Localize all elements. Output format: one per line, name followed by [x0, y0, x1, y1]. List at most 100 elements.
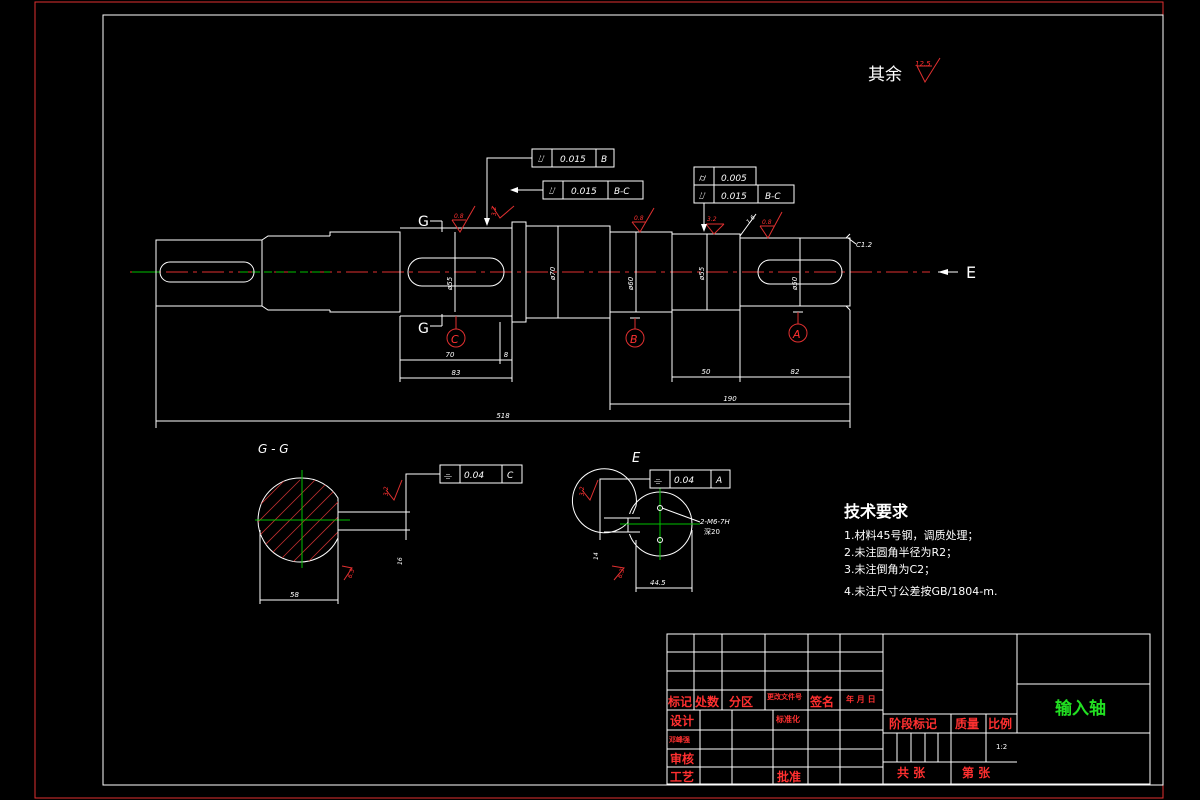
scale-label: 比例	[988, 716, 1012, 731]
roughness-rest-symbol: 12.5	[915, 57, 941, 84]
svg-text:6.3: 6.3	[346, 568, 356, 580]
header-date: 年 月 日	[846, 694, 876, 704]
process-label: 工艺	[670, 769, 694, 784]
svg-text:3.2: 3.2	[383, 486, 390, 496]
svg-text:C: C	[451, 333, 459, 346]
section-g-top-label: G	[418, 214, 429, 230]
sheet-number: 第 张	[962, 765, 991, 780]
dia-label-2: ø70	[549, 266, 557, 281]
svg-text:518: 518	[496, 412, 510, 420]
dim-83: 83	[400, 369, 512, 379]
review-label: 审核	[670, 751, 694, 766]
inner-frame	[102, 14, 1164, 786]
header-sign: 签名	[809, 694, 834, 709]
section-e-arrow-label: E	[966, 263, 976, 282]
roughness-rest-label: 其余	[868, 65, 902, 85]
svg-text:⌰: ⌰	[538, 154, 545, 165]
tech-requirement-item: 4.未注尺寸公差按GB/1804-m.	[844, 584, 997, 598]
approve-label: 批准	[777, 769, 801, 784]
svg-text:0.8: 0.8	[762, 219, 772, 226]
section-gg-title: G - G	[258, 442, 289, 456]
svg-text:0.04: 0.04	[464, 471, 484, 481]
svg-text:B-C: B-C	[765, 192, 781, 202]
svg-text:50: 50	[702, 368, 711, 376]
section-gg: 16 58 3.2 6.3 ⌯ 0.04 C	[255, 464, 523, 604]
stage-label: 阶段标记	[889, 716, 937, 731]
gtol-frame-3: ⌭ 0.005	[693, 166, 757, 186]
standard-label: 标准化	[775, 714, 800, 724]
tech-requirements: 技术要求 1.材料45号钢，调质处理； 2.未注圆角半径为R2； 3.未注倒角为…	[844, 502, 997, 598]
header-zone: 分区	[729, 694, 753, 709]
svg-text:深20: 深20	[704, 527, 720, 536]
weight-label: 质量	[955, 716, 979, 731]
svg-text:0.015: 0.015	[571, 187, 597, 197]
dim-518: 518	[155, 306, 850, 428]
roughness-mark-4: 3.2	[705, 216, 725, 235]
design-label: 设计	[670, 713, 694, 728]
svg-text:16: 16	[397, 557, 404, 565]
dim-82: 82	[740, 310, 851, 428]
tech-requirement-item: 3.未注倒角为C2；	[844, 562, 935, 576]
roughness-mark-1: 0.8	[451, 205, 476, 233]
dia-label-5: ø50	[791, 276, 799, 291]
part-name: 输入轴	[1055, 698, 1106, 719]
svg-text:12.5: 12.5	[915, 60, 931, 68]
roughness-mark-3: 0.8	[631, 207, 655, 233]
keyway-middle	[407, 257, 505, 287]
svg-text:A: A	[792, 328, 801, 341]
chamfer-label: C1.2	[856, 241, 873, 249]
total-sheets: 共 张	[897, 765, 926, 780]
svg-text:B: B	[630, 333, 638, 346]
svg-text:70: 70	[446, 351, 455, 359]
dia-label-4: ø55	[698, 266, 706, 281]
svg-text:44.5: 44.5	[650, 579, 666, 587]
scale-value: 1:2	[996, 743, 1007, 751]
dim-190: 190	[609, 318, 850, 410]
svg-text:0.8: 0.8	[634, 215, 644, 222]
header-mark: 标记	[667, 694, 692, 709]
keyway-left	[159, 261, 255, 283]
svg-text:8: 8	[504, 351, 509, 359]
gtol-frame-2: ⌰ 0.015 B-C	[510, 180, 644, 200]
tech-requirements-title: 技术要求	[844, 502, 909, 521]
svg-text:83: 83	[452, 369, 461, 377]
svg-text:⌯: ⌯	[654, 476, 662, 487]
section-g-bottom-label: G	[418, 321, 429, 337]
svg-text:⌯: ⌯	[444, 471, 452, 482]
datum-a: A	[788, 311, 808, 343]
svg-text:3.2: 3.2	[579, 486, 586, 496]
svg-text:190: 190	[723, 395, 737, 403]
svg-text:B: B	[601, 155, 607, 165]
svg-text:⌰: ⌰	[549, 186, 556, 197]
svg-text:A: A	[715, 476, 722, 486]
gtol-frame-1: ⌰ 0.015 B	[484, 148, 615, 226]
svg-text:C: C	[507, 471, 514, 481]
title-block: 标记 处数 分区 更改文件号 签名 年 月 日 设计 邓峰强 标准化 审核 工艺…	[666, 633, 1151, 785]
roughness-mark-6: 1.6	[739, 213, 757, 237]
svg-text:⌰: ⌰	[699, 191, 706, 202]
designer-name: 邓峰强	[669, 735, 690, 744]
outer-border	[34, 1, 1164, 799]
svg-text:82: 82	[791, 368, 800, 376]
svg-text:0.015: 0.015	[721, 192, 747, 202]
svg-text:6.3: 6.3	[616, 568, 626, 580]
tech-requirement-item: 1.材料45号钢，调质处理；	[844, 528, 979, 542]
svg-text:0.015: 0.015	[560, 155, 586, 165]
svg-text:⌭: ⌭	[699, 173, 707, 184]
svg-text:0.8: 0.8	[454, 213, 464, 220]
header-count: 处数	[694, 694, 720, 709]
datum-c: C	[446, 315, 466, 348]
svg-text:0.04: 0.04	[674, 476, 694, 486]
section-e: 2-M6-7H 深20 14 44.5 3.2 6.3 ⌯ 0.04 A	[571, 468, 731, 592]
svg-text:3.2: 3.2	[491, 206, 498, 216]
svg-text:58: 58	[290, 591, 299, 599]
gtol-frame-4: ⌰ 0.015 B-C	[693, 184, 795, 232]
header-doc: 更改文件号	[767, 692, 802, 701]
svg-text:0.005: 0.005	[721, 174, 747, 184]
roughness-mark-5: 0.8	[759, 211, 783, 239]
svg-text:B-C: B-C	[614, 187, 630, 197]
dim-70: 70	[399, 316, 501, 382]
dim-8: 8	[500, 322, 513, 382]
svg-text:14: 14	[593, 552, 600, 560]
